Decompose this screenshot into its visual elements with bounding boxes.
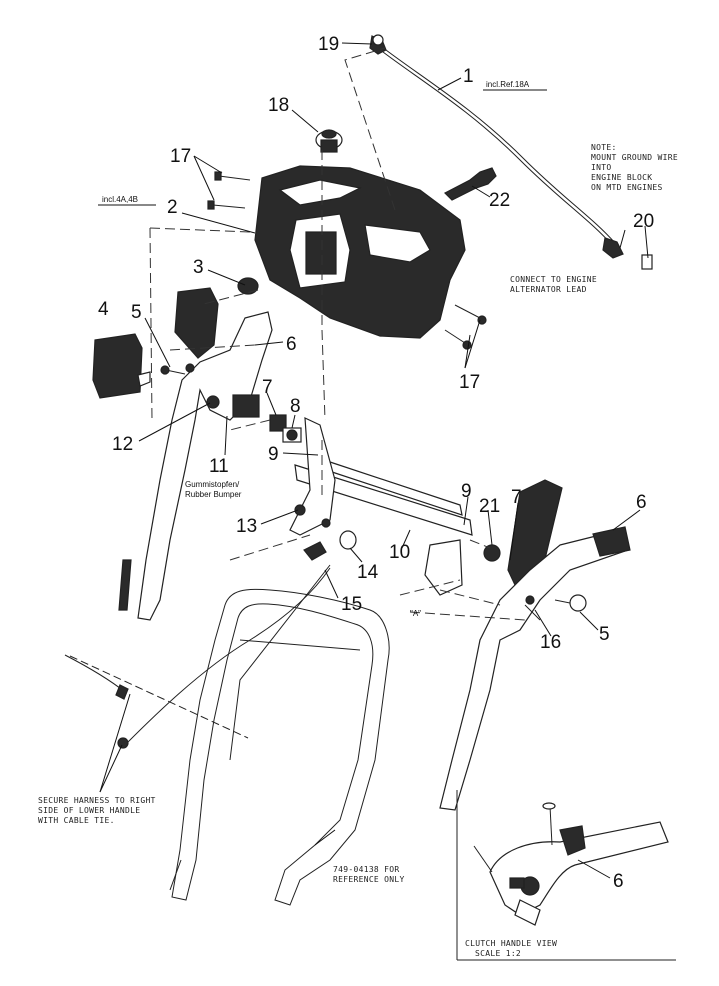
- callout-2: 2: [167, 197, 178, 218]
- bolt-3: [237, 277, 259, 295]
- callout-17-bottom: 17: [459, 372, 480, 393]
- clutch-view-inset: [456, 790, 676, 961]
- small-labels: incl.Ref.18A incl.4A,4B Gummistopfen/ Ru…: [102, 80, 530, 618]
- dash-panel: [254, 165, 466, 339]
- callout-6-right: 6: [636, 492, 647, 513]
- svg-text:SECURE HARNESS TO RIGHT: SECURE HARNESS TO RIGHT: [38, 796, 156, 805]
- svg-text:REFERENCE ONLY: REFERENCE ONLY: [333, 875, 405, 884]
- bumper-label-de: Gummistopfen/: [185, 480, 240, 489]
- cover-4: [92, 333, 151, 399]
- incl-4a4b-label: incl.4A,4B: [102, 195, 138, 204]
- svg-text:SIDE OF LOWER HANDLE: SIDE OF LOWER HANDLE: [38, 806, 140, 815]
- callout-6-left: 6: [286, 334, 297, 355]
- callout-9-right: 9: [461, 481, 472, 502]
- callout-1: 1: [463, 66, 474, 87]
- svg-text:749-04138 FOR: 749-04138 FOR: [333, 865, 400, 874]
- point-a-label: "A": [410, 609, 421, 618]
- bushing-7: [269, 414, 287, 432]
- svg-text:INTO: INTO: [591, 163, 611, 172]
- svg-text:ENGINE BLOCK: ENGINE BLOCK: [591, 173, 652, 182]
- svg-text:WITH CABLE TIE.: WITH CABLE TIE.: [38, 816, 115, 825]
- connector-20: [602, 237, 624, 259]
- callout-5-right: 5: [599, 624, 610, 645]
- callout-10: 10: [389, 542, 410, 563]
- svg-text:MOUNT GROUND WIRE: MOUNT GROUND WIRE: [591, 153, 678, 162]
- screws-17-bottom: [444, 304, 487, 350]
- callout-9-left: 9: [268, 444, 279, 465]
- svg-text:NOTE:: NOTE:: [591, 143, 617, 152]
- lower-handle: [169, 588, 390, 906]
- callout-21: 21: [479, 496, 500, 517]
- pin-14: [339, 530, 357, 550]
- callout-13: 13: [236, 516, 257, 537]
- cable-assembly: [369, 34, 653, 270]
- upper-handle-left: [118, 311, 273, 621]
- callout-7-right: 7: [511, 487, 522, 508]
- callout-4: 4: [98, 299, 109, 320]
- svg-text:CLUTCH HANDLE VIEW: CLUTCH HANDLE VIEW: [465, 939, 557, 948]
- svg-text:SCALE 1:2: SCALE 1:2: [475, 949, 521, 958]
- callout-22: 22: [489, 190, 510, 211]
- rod-15: [229, 541, 331, 761]
- callout-18: 18: [268, 95, 289, 116]
- callout-8: 8: [290, 396, 301, 417]
- svg-text:CONNECT TO ENGINE: CONNECT TO ENGINE: [510, 275, 597, 284]
- upper-handle-right: [439, 479, 631, 811]
- key-22: [443, 167, 497, 201]
- screws-17-top: [207, 171, 251, 210]
- cover-piece: [174, 287, 219, 359]
- callout-12: 12: [112, 434, 133, 455]
- callout-20: 20: [633, 211, 654, 232]
- callout-14: 14: [357, 562, 379, 583]
- callout-6-inset: 6: [613, 871, 624, 892]
- callout-11: 11: [209, 456, 229, 477]
- note-reference: 749-04138 FOR REFERENCE ONLY: [333, 865, 405, 884]
- callout-7-left: 7: [262, 377, 273, 398]
- wire-harness: [64, 567, 331, 749]
- callout-5-left: 5: [131, 302, 142, 323]
- callout-3: 3: [193, 257, 204, 278]
- bumper-label-en: Rubber Bumper: [185, 490, 242, 499]
- incl-ref-label: incl.Ref.18A: [486, 80, 530, 89]
- note-alternator: CONNECT TO ENGINE ALTERNATOR LEAD: [510, 275, 597, 294]
- leader-lines: [99, 42, 649, 879]
- note-harness: SECURE HARNESS TO RIGHT SIDE OF LOWER HA…: [38, 796, 156, 825]
- bushing-8: [282, 427, 302, 443]
- callout-numbers: 19 1 18 17 2 3 4 5 6 7 8 9 12 11 13 14 1…: [98, 34, 654, 892]
- knob-18: [315, 129, 343, 153]
- note-clutch-view: CLUTCH HANDLE VIEW SCALE 1:2: [465, 939, 557, 958]
- callout-16: 16: [540, 632, 561, 653]
- svg-text:ALTERNATOR LEAD: ALTERNATOR LEAD: [510, 285, 587, 294]
- callout-15: 15: [341, 594, 362, 615]
- cross-bar-10: [289, 417, 473, 596]
- bolt-5-right: [554, 594, 587, 612]
- svg-text:ON MTD ENGINES: ON MTD ENGINES: [591, 183, 663, 192]
- note-ground-wire: NOTE: MOUNT GROUND WIRE INTO ENGINE BLOC…: [591, 143, 678, 192]
- callout-17-top: 17: [170, 146, 191, 167]
- callout-19: 19: [318, 34, 339, 55]
- assembly-lines: [149, 47, 526, 621]
- bolt-5-left: [160, 365, 186, 375]
